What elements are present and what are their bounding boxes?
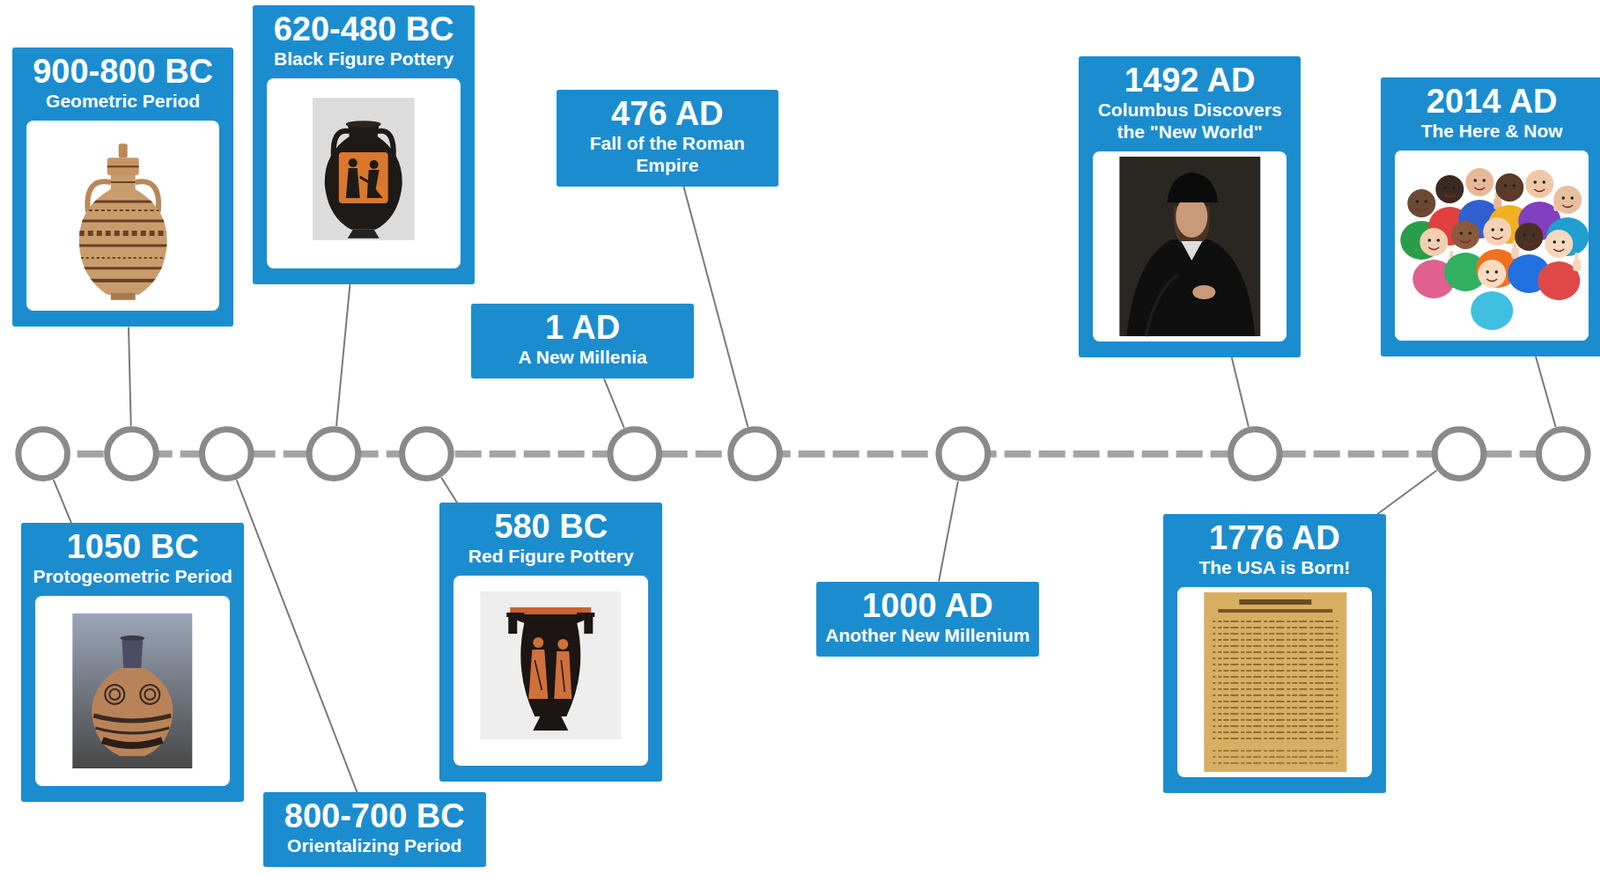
event-title: Black Figure Pottery [258, 47, 469, 70]
leader-line [1377, 471, 1437, 515]
event-title: The Here & Now [1386, 119, 1599, 142]
timeline-dot [1434, 429, 1484, 480]
event-box: 2014 ADThe Here & Now [1380, 77, 1600, 357]
leader-line [128, 326, 132, 426]
event-box: 580 BCRed Figure Pottery [439, 502, 663, 782]
year-line: 1492 AD [1083, 61, 1297, 99]
timeline-dot [1538, 429, 1588, 480]
event-box: 620-480 BCBlack Figure Pottery [252, 5, 474, 285]
leader-line [604, 378, 625, 428]
timeline-dot [18, 429, 68, 480]
leader-line [1535, 356, 1556, 428]
event-year: 1000 AD [862, 587, 994, 625]
timeline-dot [309, 429, 359, 480]
event-year: 2014 AD [1426, 82, 1558, 120]
timeline-dot [1231, 429, 1281, 480]
year-line: 1000 AD [821, 587, 1034, 625]
timeline-dot [938, 429, 989, 480]
year-line: 800-700 BC [268, 797, 481, 835]
picture-panel [1092, 151, 1288, 342]
event-title: The USA is Born! [1168, 556, 1381, 579]
rf-illustration [453, 575, 649, 767]
event-title: Protogeometric Period [26, 565, 239, 588]
event-year: 620-480 BC [273, 10, 455, 48]
year-line: 1050 BC [26, 528, 239, 566]
year-line: 900-800 BC [17, 52, 229, 90]
picture-panel [1394, 150, 1590, 341]
doc-illustration [1177, 587, 1372, 778]
event-title: Columbus Discovers the "New World" [1083, 98, 1297, 143]
picture-panel [453, 575, 649, 767]
picture-panel [266, 78, 460, 269]
event-title: Red Figure Pottery [444, 545, 657, 568]
year-line: 476 AD [561, 95, 775, 133]
picture-panel [35, 596, 230, 787]
bf-illustration [266, 78, 460, 269]
event-year: 580 BC [494, 508, 608, 546]
event-year: 1776 AD [1209, 519, 1341, 557]
event-box: 1776 ADThe USA is Born! [1163, 514, 1387, 794]
year-line: 2014 AD [1386, 82, 1599, 120]
event-year: 476 AD [611, 95, 723, 133]
event-title: Geometric Period [17, 89, 229, 112]
kids-illustration [1394, 150, 1590, 341]
leader-line [441, 478, 458, 504]
timeline-dot [610, 429, 660, 480]
picture-panel [1177, 587, 1372, 778]
geo-illustration [26, 120, 220, 311]
event-box: 1050 BCProtogeometric Period [21, 523, 244, 803]
event-year: 1050 BC [66, 528, 200, 566]
picture-panel [26, 120, 220, 311]
col-illustration [1092, 151, 1288, 342]
timeline-dot [107, 429, 157, 480]
event-year: 1 AD [545, 309, 620, 347]
event-box: 800-700 BCOrientalizing Period [263, 792, 487, 868]
event-box: 900-800 BCGeometric Period [12, 47, 234, 327]
event-box: 476 ADFall of the Roman Empire [556, 89, 780, 187]
year-line: 620-480 BC [258, 10, 469, 48]
event-title: Orientalizing Period [268, 834, 481, 857]
timeline-dot [730, 429, 781, 480]
leader-line [336, 284, 350, 427]
timeline-axis [43, 450, 1564, 458]
year-line: 1 AD [476, 309, 689, 347]
event-title: Another New Millenium [821, 624, 1034, 647]
leader-line [938, 481, 959, 583]
event-box: 1000 ADAnother New Millenium [816, 582, 1040, 657]
timeline-dot [402, 429, 452, 480]
event-year: 900-800 BC [32, 52, 214, 90]
event-title: A New Millenia [476, 346, 689, 369]
leader-line [53, 479, 72, 524]
event-box: 1492 ADColumbus Discovers the "New World… [1078, 56, 1302, 358]
proto-illustration [35, 596, 230, 787]
year-line: 1776 AD [1168, 519, 1381, 557]
event-title: Fall of the Roman Empire [561, 132, 775, 177]
leader-line [236, 479, 358, 793]
timeline-dot [201, 429, 251, 480]
event-year: 1492 AD [1124, 61, 1256, 99]
event-box: 1 ADA New Millenia [471, 303, 694, 379]
leader-line [1231, 357, 1249, 428]
year-line: 580 BC [444, 508, 657, 546]
event-year: 800-700 BC [284, 797, 465, 835]
